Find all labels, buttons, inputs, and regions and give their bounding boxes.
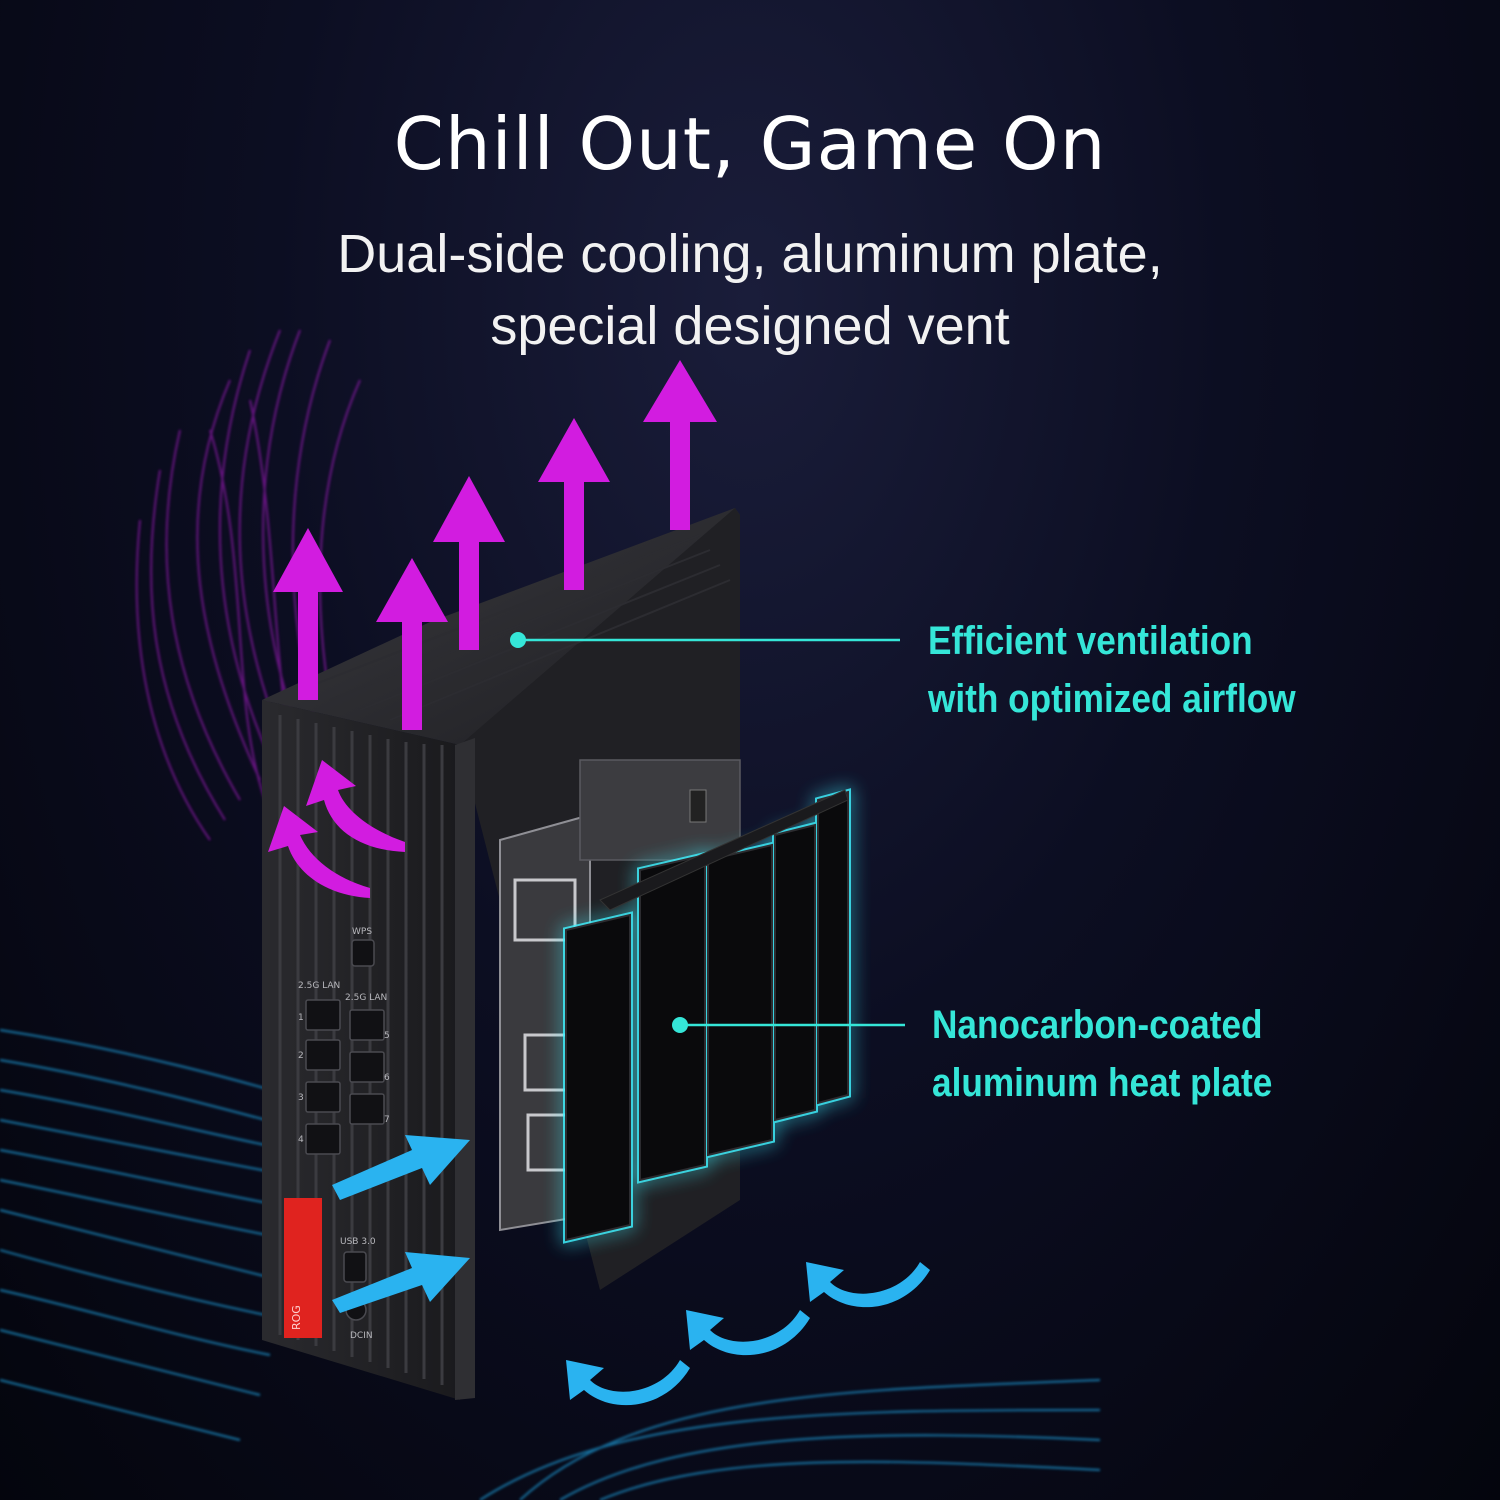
callout-heatplate: Nanocarbon-coated aluminum heat plate: [932, 996, 1272, 1112]
up-arrow-icon: [643, 360, 717, 530]
callout-ventilation-line-2: with optimized airflow: [928, 677, 1296, 721]
hot-air-curved-arrows: [268, 760, 405, 898]
curved-arrow-icon: [806, 1262, 930, 1308]
page-title: Chill Out, Game On: [393, 102, 1107, 186]
callout-heatplate-line-2: aluminum heat plate: [932, 1061, 1273, 1105]
port-number: 6: [384, 1073, 390, 1083]
curved-arrow-icon: [268, 806, 370, 898]
diagonal-arrow-icon: [332, 1252, 470, 1313]
subtitle-line-1: Dual-side cooling, aluminum plate,: [337, 224, 1163, 284]
label-dcin: DCIN: [350, 1331, 373, 1341]
up-arrow-icon: [538, 418, 610, 590]
curved-arrow-icon: [686, 1310, 810, 1356]
port-number: 1: [298, 1013, 304, 1023]
port-number: 3: [298, 1093, 304, 1103]
callout-leader-heatplate: [672, 1017, 905, 1033]
curved-arrow-icon: [306, 760, 405, 852]
subtitle-line-2: special designed vent: [490, 296, 1010, 356]
rog-red-strip: [284, 1198, 322, 1338]
up-arrow-icon: [273, 528, 343, 700]
diagonal-arrow-icon: [332, 1135, 470, 1200]
page-subtitle: Dual-side cooling, aluminum plate, speci…: [0, 218, 1500, 362]
port-number: 4: [298, 1135, 304, 1145]
cool-air-arrows: [332, 1135, 930, 1406]
label-lan1: 2.5G LAN: [298, 981, 340, 991]
label-wps: WPS: [352, 927, 372, 937]
port-number: 7: [384, 1115, 390, 1125]
port-number: 2: [298, 1051, 304, 1061]
up-arrow-icon: [376, 558, 448, 730]
heat-plate: [563, 788, 851, 1244]
callout-leader-ventilation: [510, 632, 900, 648]
curved-arrow-icon: [566, 1360, 690, 1406]
label-brand: ROG: [290, 1305, 303, 1330]
router-top-panel: [262, 508, 740, 745]
hot-air-arrows: [273, 360, 717, 730]
port-number: 5: [384, 1031, 390, 1041]
device-labels: WPS 2.5G LAN 2.5G LAN USB 3.0 DCIN 1 2 3…: [290, 927, 390, 1341]
callout-ventilation-line-1: Efficient ventilation: [928, 619, 1253, 663]
label-lan2: 2.5G LAN: [345, 993, 387, 1003]
up-arrow-icon: [433, 476, 505, 650]
callout-ventilation: Efficient ventilation with optimized air…: [928, 612, 1296, 728]
label-usb: USB 3.0: [340, 1237, 376, 1247]
callout-heatplate-line-1: Nanocarbon-coated: [932, 1003, 1263, 1047]
